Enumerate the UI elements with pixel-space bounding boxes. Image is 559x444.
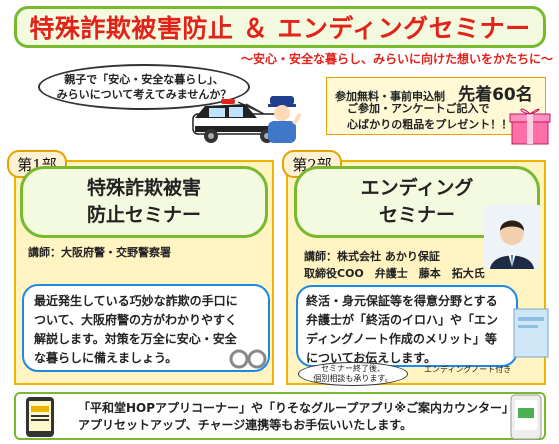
part2-instructor-line-1: 講師：株式会社 あかり保証	[304, 250, 440, 263]
smartphone-app-icon-green	[510, 394, 542, 440]
smartphone-app-icon	[26, 397, 54, 437]
free-registration-label: 参加無料・事前申込制	[335, 90, 445, 103]
gift-line-2: 心ばかりの粗品をプレゼント！！	[347, 118, 513, 131]
gift-box-icon	[509, 108, 551, 145]
ending-note-book-icon	[513, 308, 549, 358]
part1-description: 最近発生している巧妙な詐欺の手口に ついて、大阪府警の方がわかりやすく 解説しま…	[22, 284, 270, 372]
part2-desc-line-3: ディングノート作成のメリット」等	[306, 332, 497, 346]
consultation-note-line-2: 個別相談も承ります。	[313, 374, 393, 383]
gift-line-1: ご参加・アンケートご記入で	[347, 102, 490, 115]
police-officer-icon	[268, 96, 302, 143]
consultation-note-line-1: セミナー終了後、	[321, 364, 385, 373]
part1-title-line-2: 防止セミナー	[86, 204, 201, 226]
part1-desc-line-1: 最近発生している巧妙な詐欺の手口に	[34, 294, 238, 308]
consultation-note-bubble: セミナー終了後、 個別相談も承ります。	[298, 362, 408, 386]
ending-note-label: エンディングノート付き	[424, 365, 512, 374]
footer-line-2: アプリセットアップ、チャージ連携等もお手伝いいたします。	[78, 418, 413, 432]
part2-title-line-2: セミナー	[378, 204, 455, 226]
part1-desc-line-4: な暮らしに備えましょう。	[34, 351, 178, 365]
footer-text: 「平和堂HOPアプリコーナー」や「りそなグループアプリ※ご案内カウンター」で ア…	[78, 400, 526, 434]
title-banner: 特殊詐欺被害防止 ＆ エンディングセミナー	[14, 6, 546, 48]
part2-instructor-line-2: 取締役COO 弁護士 藤本 拓大氏	[304, 267, 485, 280]
admission-info-box: 参加無料・事前申込制 先着60名 ご参加・アンケートご記入で 心ばかりの粗品をプ…	[326, 77, 546, 135]
footer-line-1: 「平和堂HOPアプリコーナー」や「りそなグループアプリ※ご案内カウンター」で	[78, 401, 526, 415]
part2-title-box: エンディング セミナー	[294, 166, 540, 238]
lecturer-portrait	[484, 205, 540, 269]
part2-description: 終活・身元保証等を得意分野とする 弁護士が「終活のイロハ」や「エン ディングノー…	[296, 285, 518, 367]
handcuffs-icon	[229, 349, 267, 369]
intro-line-2: みらいについて考えてみませんか？	[56, 88, 232, 101]
intro-line-1: 親子で「安心・安全な暮らし」、	[64, 73, 224, 86]
page-title: 特殊詐欺被害防止 ＆ エンディングセミナー	[29, 14, 531, 43]
part2-desc-line-2: 弁護士が「終活のイロハ」や「エン	[306, 313, 499, 327]
part1-desc-line-2: ついて、大阪府警の方がわかりやすく	[34, 313, 238, 327]
part2-title-line-1: エンディング	[360, 177, 474, 199]
capacity-label: 先着60名	[458, 85, 533, 105]
part1-title-line-1: 特殊詐欺被害	[86, 177, 201, 199]
part1-title-box: 特殊詐欺被害 防止セミナー	[20, 166, 268, 238]
part1-desc-line-3: 解説します。対策を万全に安心・安全	[34, 332, 237, 346]
part2-desc-line-1: 終活・身元保証等を得意分野とする	[306, 294, 498, 308]
page-subtitle: ～安心・安全な暮らし、みらいに向けた想いをかたちに～	[240, 52, 553, 66]
intro-speech-bubble: 親子で「安心・安全な暮らし」、 みらいについて考えてみませんか？	[38, 64, 250, 110]
part1-instructor: 講師：大阪府警・交野警察署	[28, 246, 171, 259]
footer-info-box: 「平和堂HOPアプリコーナー」や「りそなグループアプリ※ご案内カウンター」で ア…	[14, 392, 546, 440]
